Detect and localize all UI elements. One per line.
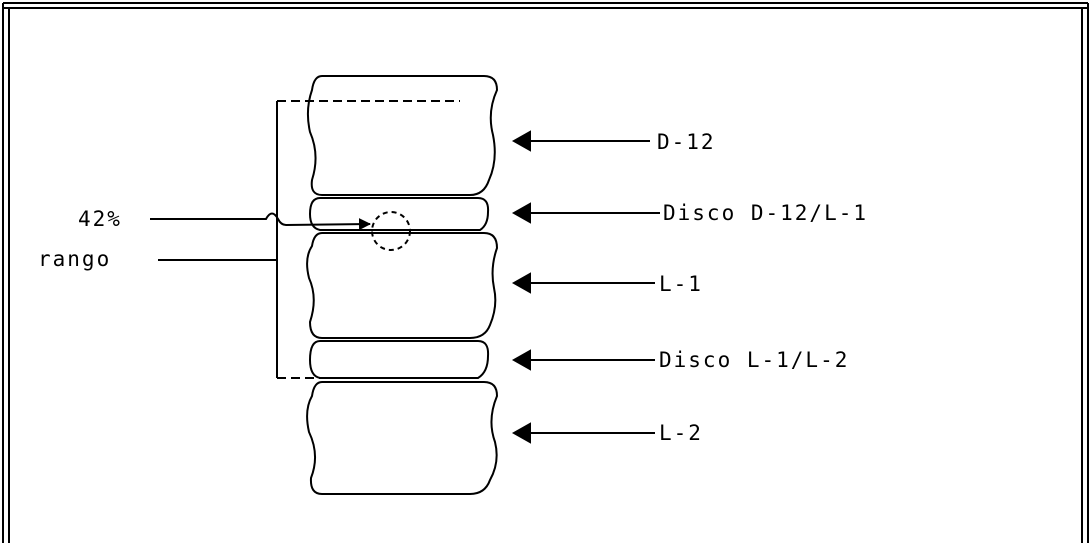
vertebra-l2: [307, 382, 497, 494]
percent-pointer-line: [150, 214, 370, 226]
frame: [3, 3, 1088, 543]
vertebra-d12: [308, 76, 497, 195]
arrow-head-d12: [514, 132, 530, 150]
arrow-head-disc-l1-l2: [514, 351, 530, 369]
label-l2: L-2: [659, 421, 703, 445]
arrow-head-l2: [514, 424, 530, 442]
arrow-head-l1: [514, 274, 530, 292]
label-disc-d12-l1: Disco D-12/L-1: [663, 201, 868, 225]
range-bracket: [277, 101, 460, 378]
label-percent: 42%: [78, 207, 122, 231]
vertebra-l1: [307, 233, 497, 338]
label-d12: D-12: [657, 130, 716, 154]
right-arrows: [514, 132, 660, 442]
label-disc-l1-l2: Disco L-1/L-2: [659, 348, 849, 372]
label-l1: L-1: [659, 272, 703, 296]
arrow-head-disc-d12-l1: [514, 204, 530, 222]
label-range: rango: [38, 247, 111, 271]
disc-l1-l2: [310, 341, 488, 378]
